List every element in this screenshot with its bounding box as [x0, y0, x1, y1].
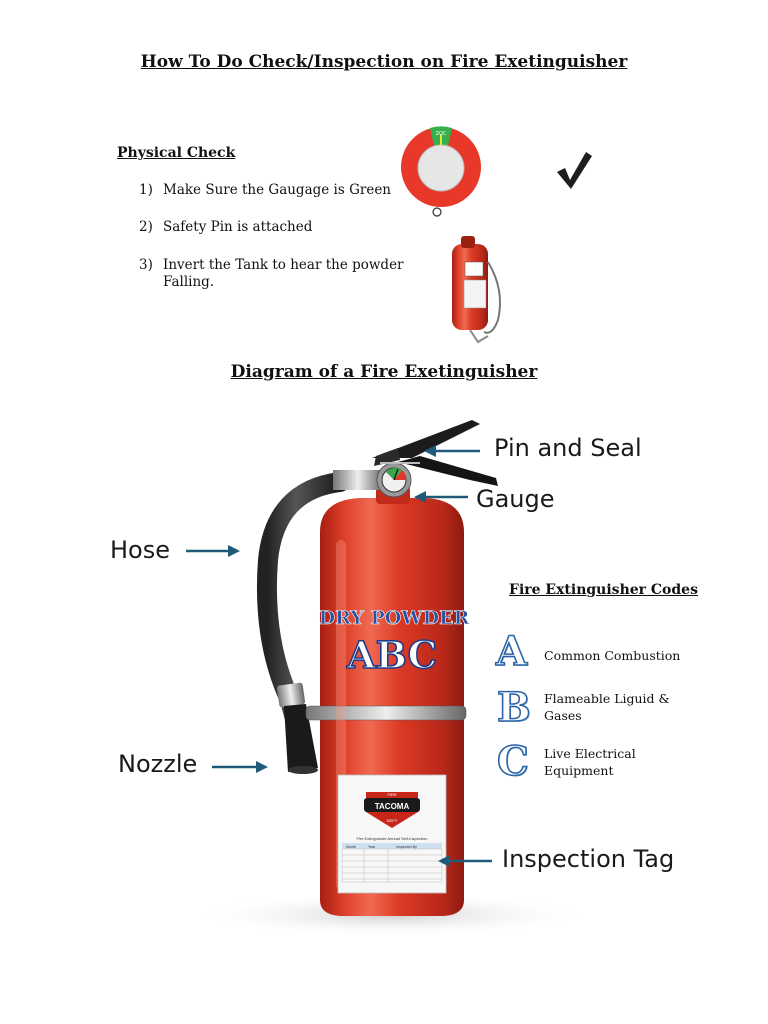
code-letter-c: C [496, 737, 529, 786]
tag-arrow-icon [438, 855, 492, 867]
body-type-text: DRY POWDER [319, 607, 470, 629]
code-text-a: Common Combustion [544, 648, 681, 663]
hose-arrow-icon [186, 545, 240, 557]
step-text: Safety Pin is attached [163, 219, 313, 235]
diagram-title: Diagram of a Fire Exetinguisher [230, 362, 538, 382]
hose [256, 472, 350, 755]
inspection-tag-card: TACOMA FIRE DEPT Fire Extinguisher Annua… [337, 774, 447, 894]
step-number: 2) [139, 219, 153, 235]
step-number: 3) [139, 257, 153, 273]
tag-logo-bottom: DEPT [387, 818, 398, 823]
step-text: Make Sure the Gaugage is Green [163, 182, 391, 198]
gauge-arrow-icon [414, 491, 468, 503]
tag-col-month: Month [346, 845, 356, 849]
code-text-b: Flameable Liguid & Gases [544, 691, 670, 723]
label-nozzle: Nozzle [118, 750, 198, 778]
tag-logo-top: FIRE [387, 792, 396, 797]
code-letter-a: A [495, 627, 528, 676]
gauge-mark: ZOC [436, 131, 447, 137]
tag-logo: TACOMA [375, 802, 410, 811]
code-text-c: Live Electrical Equipment [544, 746, 636, 778]
label-hose: Hose [110, 536, 170, 564]
body-class-text: ABC [346, 633, 437, 677]
small-extinguisher-image [452, 236, 501, 344]
tag-col-inspected: Inspected By [396, 845, 417, 849]
tag-header: Fire Extinguisher Annual Self-Inspection [357, 836, 428, 841]
label-inspection-tag: Inspection Tag [502, 845, 675, 873]
tag-col-year: Year [368, 845, 376, 849]
nozzle-arrow-icon [212, 761, 268, 773]
pin-arrow-icon [424, 445, 480, 457]
gauge-image: ZOC [401, 126, 481, 217]
codes-heading: Fire Extinguisher Codes [509, 582, 698, 598]
label-pin-and-seal: Pin and Seal [494, 434, 642, 462]
nozzle [284, 704, 318, 772]
checkmark-icon [557, 152, 592, 189]
physical-check-heading: Physical Check [117, 145, 236, 161]
page-title: How To Do Check/Inspection on Fire Exeti… [140, 52, 628, 72]
step-number: 1) [139, 182, 153, 198]
step-text: Invert the Tank to hear the powder Falli… [163, 257, 404, 290]
label-gauge: Gauge [476, 485, 555, 513]
code-letter-b: B [496, 683, 531, 732]
